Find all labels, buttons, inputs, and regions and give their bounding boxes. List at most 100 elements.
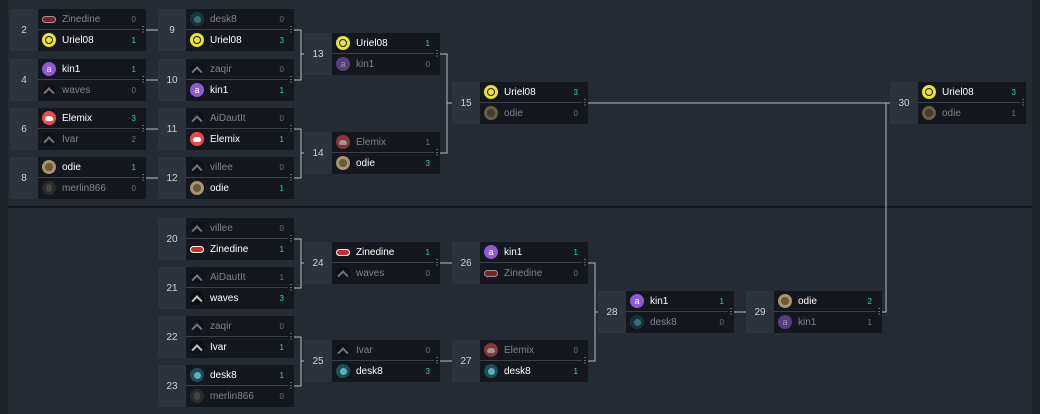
participant-name: zaqir: [210, 63, 232, 75]
match-menu-icon[interactable]: ⋮: [433, 340, 441, 382]
match-menu-icon[interactable]: ⋮: [287, 59, 295, 101]
match-number: 8: [10, 157, 38, 199]
match-menu-icon[interactable]: ⋮: [287, 365, 295, 407]
participant-name: Ivar: [62, 133, 79, 145]
match-menu-icon[interactable]: ⋮: [875, 291, 883, 333]
sun-avatar-icon: [336, 36, 350, 50]
silhouette-avatar-icon: [190, 319, 204, 333]
match-menu-icon[interactable]: ⋮: [139, 9, 147, 51]
match-menu-icon[interactable]: ⋮: [727, 291, 735, 333]
match-menu-icon[interactable]: ⋮: [139, 59, 147, 101]
participant-score: 0: [279, 113, 284, 123]
match-menu-icon[interactable]: ⋮: [581, 82, 589, 124]
match-menu-icon[interactable]: ⋮: [433, 33, 441, 75]
match-menu-icon[interactable]: ⋮: [287, 267, 295, 309]
match-menu-icon[interactable]: ⋮: [287, 108, 295, 150]
desk-avatar-icon: [190, 12, 204, 26]
match-menu-icon[interactable]: ⋮: [287, 218, 295, 260]
match-menu-icon[interactable]: ⋮: [433, 132, 441, 174]
match-menu-icon[interactable]: ⋮: [433, 242, 441, 284]
match-menu-icon[interactable]: ⋮: [581, 340, 589, 382]
match-menu-icon[interactable]: ⋮: [287, 9, 295, 51]
participant-name: odie: [942, 107, 961, 119]
match-menu-icon[interactable]: ⋮: [1019, 82, 1027, 124]
participant-name: desk8: [650, 316, 677, 328]
match-number: 27: [452, 340, 480, 382]
match-menu-icon[interactable]: ⋮: [287, 157, 295, 199]
match-menu-icon[interactable]: ⋮: [139, 108, 147, 150]
match-menu-icon[interactable]: ⋮: [139, 157, 147, 199]
match-menu-icon[interactable]: ⋮: [581, 242, 589, 284]
participant-name: waves: [210, 292, 239, 304]
match-menu-icon[interactable]: ⋮: [287, 316, 295, 358]
